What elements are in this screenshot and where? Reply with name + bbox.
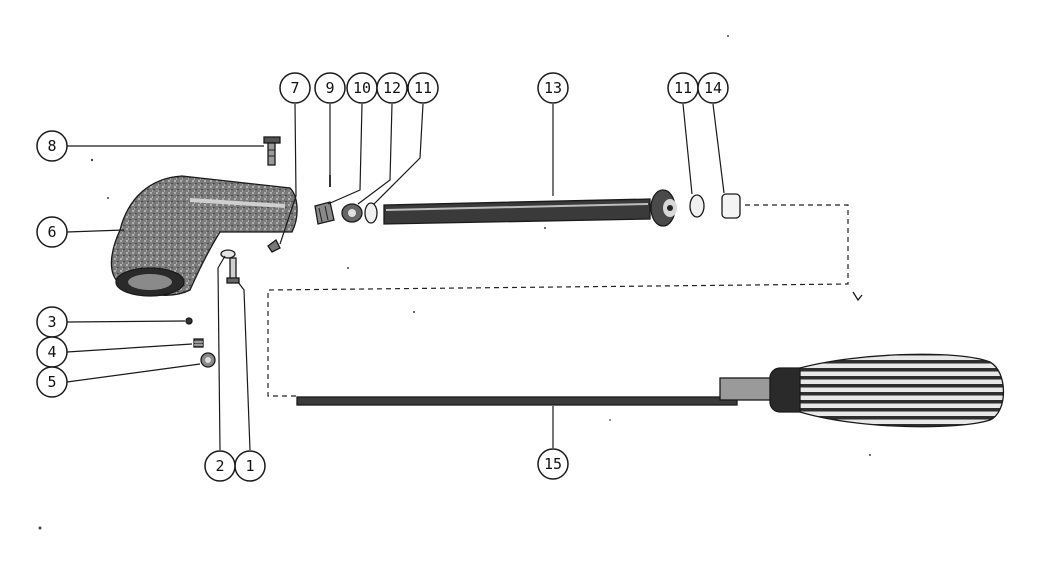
svg-text:15: 15 [544,455,562,473]
part-4-spring [193,338,204,348]
part-2-washer [220,249,236,259]
print-specks [38,35,871,530]
svg-text:13: 13 [544,79,562,97]
part-8-bolt [263,136,281,166]
callout-12: 12 [376,72,408,104]
svg-text:6: 6 [47,223,56,241]
svg-text:2: 2 [215,457,224,475]
callout-1: 1 [234,450,266,482]
leader-lines [66,103,725,451]
svg-text:5: 5 [47,373,56,391]
part-small-pin-right [852,291,863,302]
part-12-nut [341,203,363,223]
svg-text:11: 11 [674,79,692,97]
svg-text:14: 14 [704,79,722,97]
callout-5: 5 [36,366,68,398]
svg-text:10: 10 [353,79,371,97]
part-11-washer-left [364,202,378,224]
callout-7: 7 [279,72,311,104]
part-1-pin [226,257,240,284]
svg-text:3: 3 [47,313,56,331]
svg-text:8: 8 [47,137,56,155]
part-6-handle-housing [110,175,298,297]
part-11-washer-right [689,194,705,218]
callout-15: 15 [537,448,569,480]
callout-10: 10 [346,72,378,104]
callout-6: 6 [36,216,68,248]
callout-13: 13 [537,72,569,104]
part-10-coupling [314,201,335,225]
callout-3: 3 [36,306,68,338]
assembly-path-dashed [267,204,849,397]
callout-4: 4 [36,336,68,368]
svg-text:7: 7 [290,79,299,97]
part-7-clip [267,239,281,253]
part-15-handle-rod [296,353,1004,428]
callout-8: 8 [36,130,68,162]
part-5-plug [200,352,216,368]
svg-text:1: 1 [245,457,254,475]
part-14-nut [721,193,741,219]
callout-2: 2 [204,450,236,482]
callout-14: 14 [697,72,729,104]
svg-text:4: 4 [47,343,56,361]
part-13-rod [383,189,677,227]
callout-11-left: 11 [407,72,439,104]
svg-text:12: 12 [383,79,401,97]
callout-11-right: 11 [667,72,699,104]
svg-text:11: 11 [414,79,432,97]
svg-text:9: 9 [325,79,334,97]
part-3-ball [185,317,193,325]
callout-9: 9 [314,72,346,104]
part-9-pin [329,175,331,187]
